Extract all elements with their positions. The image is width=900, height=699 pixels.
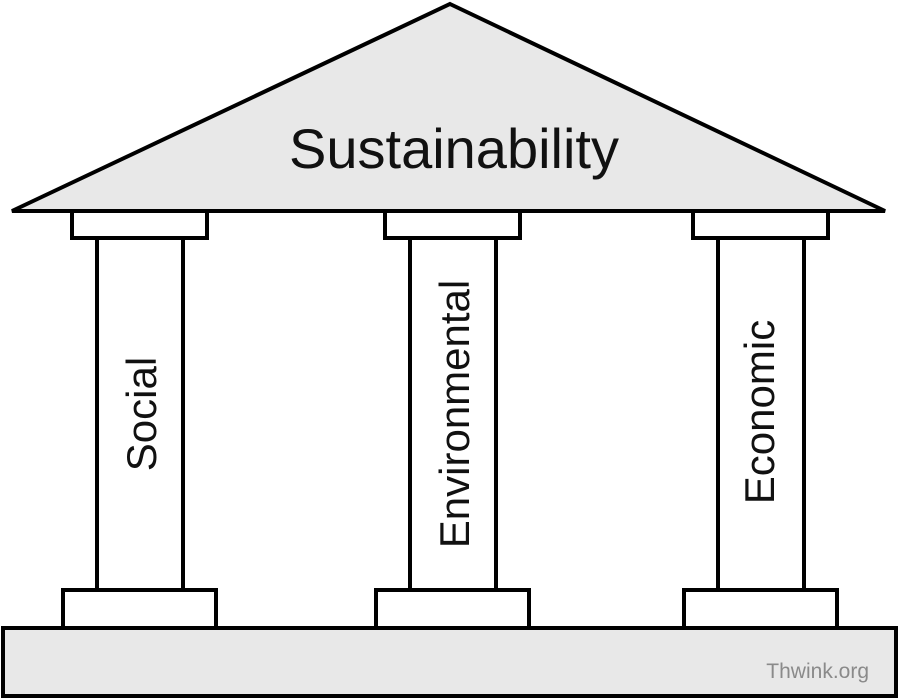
pillar-social: Social	[61, 209, 218, 630]
pillar-shaft	[95, 236, 185, 592]
pillar-capital	[70, 209, 209, 240]
foundation	[1, 626, 898, 698]
pillar-plinth	[682, 588, 839, 630]
pillar-label-economic: Economic	[736, 320, 783, 504]
pillar-capital	[691, 209, 830, 240]
credit-text: Thwink.org	[766, 660, 869, 683]
pillar-label-environmental: Environmental	[431, 280, 478, 548]
pillar-environmental: Environmental	[374, 209, 531, 630]
pillar-shaft	[716, 236, 806, 592]
pillar-economic: Economic	[682, 209, 839, 630]
pillar-shaft	[408, 236, 498, 592]
pillar-label-social: Social	[118, 357, 165, 471]
pillar-plinth	[61, 588, 218, 630]
diagram-title: Sustainability	[289, 117, 619, 180]
pillar-capital	[383, 209, 522, 240]
pillar-plinth	[374, 588, 531, 630]
